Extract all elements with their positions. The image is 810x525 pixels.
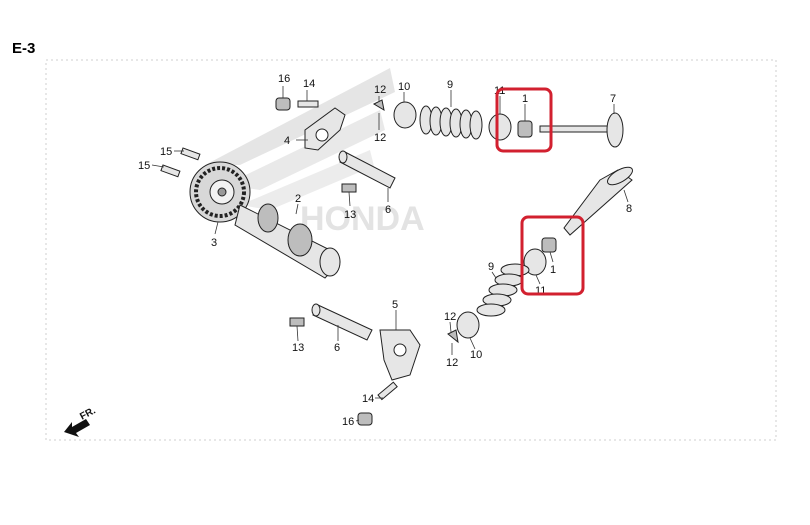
watermark-logo: HONDA — [205, 68, 425, 238]
callout-1-upper: 1 — [522, 93, 528, 105]
cam-sprocket — [189, 161, 251, 223]
callout-8: 8 — [626, 203, 632, 215]
spring-9-lower — [476, 263, 530, 317]
callout-9-lower: 9 — [488, 261, 494, 273]
callout-12-upper-a: 12 — [374, 84, 386, 96]
callout-11-lower: 11 — [535, 285, 546, 297]
callout-9-upper: 9 — [447, 79, 453, 91]
callout-12-lower-a: 12 — [444, 311, 456, 323]
callout-14-lower: 14 — [362, 393, 374, 405]
callout-6-lower: 6 — [334, 342, 340, 354]
section-code: E-3 — [12, 40, 36, 57]
callout-3: 3 — [211, 237, 217, 249]
callout-16-upper: 16 — [278, 73, 290, 85]
callout-7: 7 — [610, 93, 616, 105]
rocker-arm-lower — [379, 329, 421, 381]
nut-16-lower — [357, 412, 373, 426]
valve-7-exhaust — [539, 112, 624, 148]
rocker-shaft-lower — [311, 303, 373, 341]
nut-16-upper — [275, 97, 291, 111]
callout-12-lower-b: 12 — [446, 357, 458, 369]
callout-10-upper: 10 — [398, 81, 410, 93]
front-label: FR. — [78, 405, 98, 422]
callout-2: 2 — [295, 193, 301, 205]
valve-8-intake — [563, 166, 633, 236]
retainer-10-lower — [456, 311, 480, 339]
callout-16-lower: 16 — [342, 416, 354, 428]
highlight-box-lower — [520, 215, 585, 296]
callout-10-lower: 10 — [470, 349, 482, 361]
bolt-13-lower — [289, 317, 305, 327]
adjust-screw-14-lower — [377, 381, 398, 401]
cotter-12-lower — [447, 329, 459, 344]
stem-seal-1-lower — [541, 237, 557, 253]
camshaft — [234, 203, 341, 279]
spring-seat-11-upper — [488, 113, 512, 141]
highlight-box-upper — [495, 87, 553, 153]
diagram-frame — [45, 59, 777, 441]
callout-14-upper: 14 — [303, 78, 315, 90]
leader-lines — [151, 86, 629, 422]
front-direction-arrow: FR. — [64, 405, 98, 437]
retainer-10-upper — [393, 101, 417, 129]
callout-4: 4 — [284, 135, 290, 147]
callout-5: 5 — [392, 299, 398, 311]
callout-6-upper: 6 — [385, 204, 391, 216]
cotter-12-upper — [372, 99, 385, 112]
bolt-15-upper — [180, 147, 201, 161]
spring-seat-11-lower — [523, 248, 547, 276]
callout-13-upper: 13 — [344, 209, 356, 221]
adjust-screw-14-upper — [297, 100, 319, 108]
rocker-arm-upper — [304, 107, 346, 151]
callout-1-lower: 1 — [550, 264, 556, 276]
callout-15-upper: 15 — [160, 146, 172, 158]
callout-13-lower: 13 — [292, 342, 304, 354]
bolt-15-lower — [160, 164, 181, 178]
stem-seal-1-upper — [517, 120, 533, 138]
callout-15-lower: 15 — [138, 160, 150, 172]
spring-9-upper — [419, 105, 483, 140]
watermark-text: HONDA — [300, 200, 425, 238]
callout-12-upper-b: 12 — [374, 132, 386, 144]
rocker-shaft-upper — [338, 150, 396, 189]
bolt-13-upper — [341, 183, 357, 193]
